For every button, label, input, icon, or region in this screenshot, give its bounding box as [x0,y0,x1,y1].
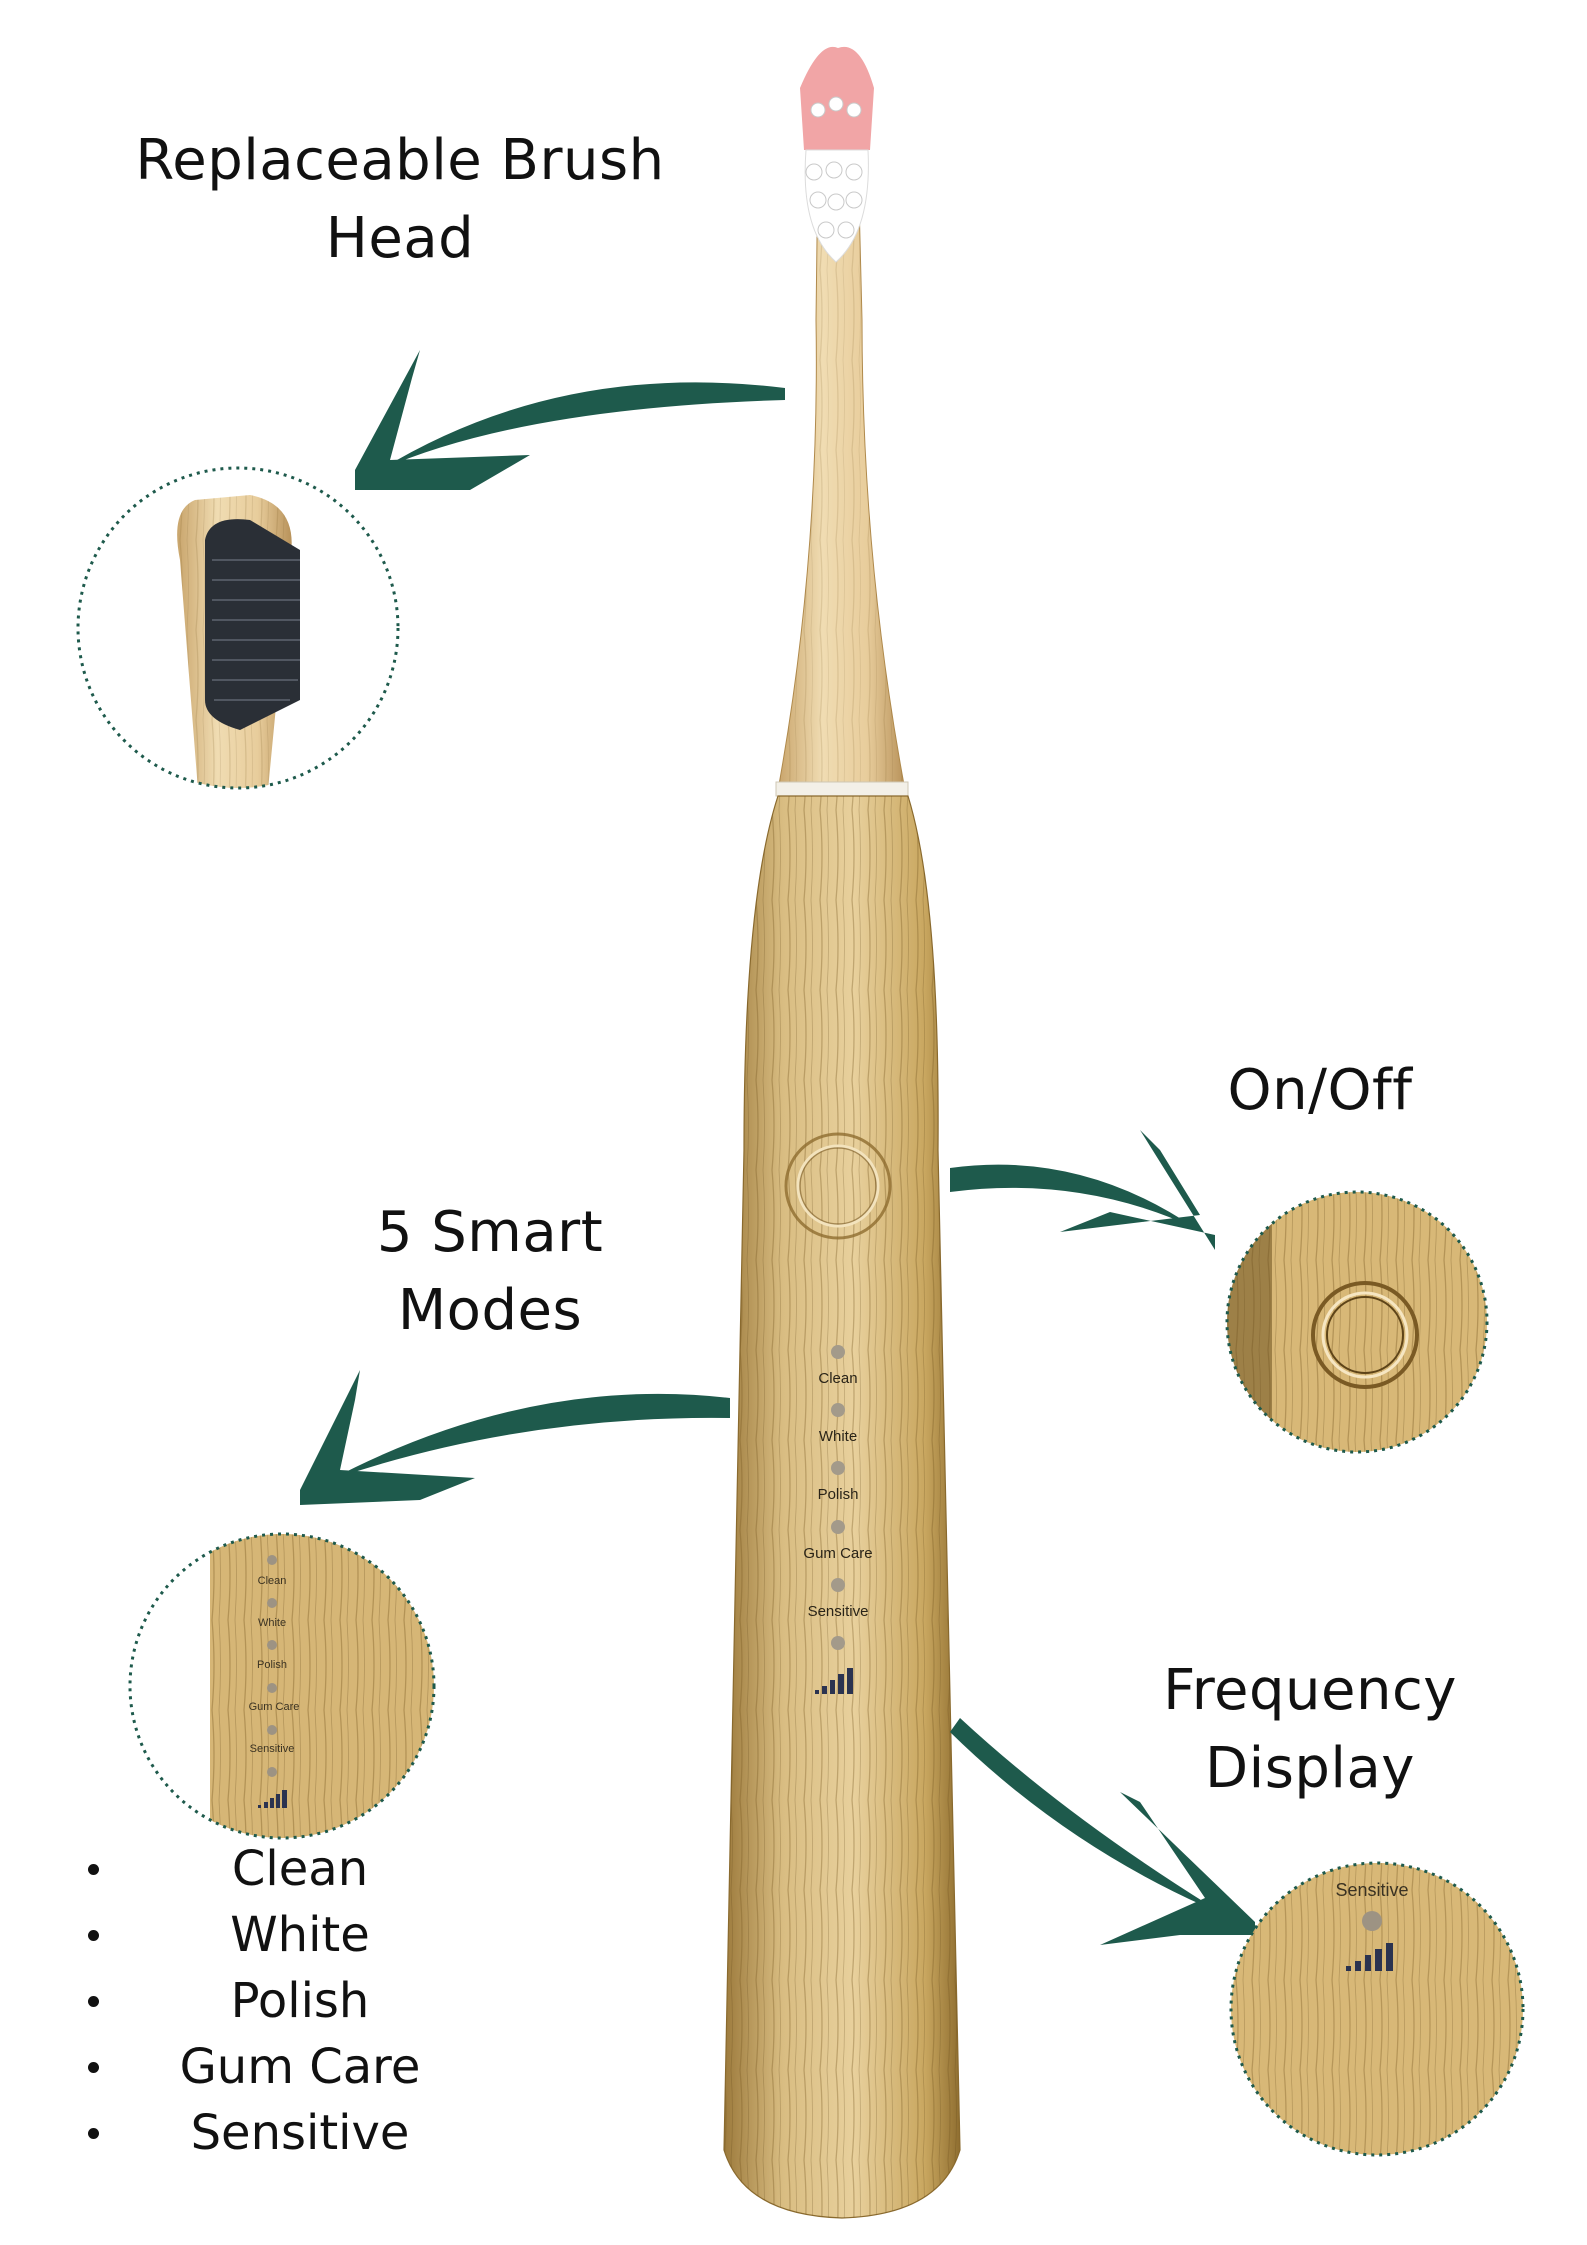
arrow-to-on-off [950,1130,1215,1250]
handle-mode-1: White [819,1428,857,1445]
mode-list: Clean White Polish Gum Care Sensitive [70,1836,450,2166]
callout-brush-head-line2: Head [325,206,475,271]
callout-smart-modes-line2: Modes [397,1278,583,1343]
bullet-icon [88,2062,99,2073]
handle-mode-0: Clean [818,1370,857,1387]
arrow-to-frequency [950,1718,1255,1945]
callout-frequency-line2: Display [1205,1736,1415,1801]
mode-list-item-label: White [230,1907,370,1963]
zoom-frequency: Sensitive [1229,1861,1525,2157]
handle-mode-3: Gum Care [803,1545,872,1562]
mode-list-item: Gum Care [70,2034,450,2100]
mode-list-item-label: Gum Care [179,2039,421,2095]
bullet-icon [88,1864,99,1875]
zoom-brush-head [76,466,400,790]
arrow-to-smart-modes [300,1370,730,1505]
power-button-icon [784,1132,892,1240]
mode-list-item-label: Polish [230,1973,370,2029]
callout-on-off-line1: On/Off [1227,1058,1413,1123]
zoom-mode-4: Sensitive [250,1743,295,1755]
mode-list-item-label: Clean [231,1841,369,1897]
callout-frequency-line1: Frequency [1163,1658,1457,1723]
mode-list-item: White [70,1902,450,1968]
zoom-mode-1: White [258,1617,286,1629]
zoom-smart-modes: Clean White Polish Gum Care Sensitive [128,1532,436,1840]
bullet-icon [88,1996,99,2007]
zoom-on-off [1225,1190,1489,1454]
signal-bars-icon [815,1668,853,1694]
zoom-mode-2: Polish [257,1659,287,1671]
bristles-pink-white [800,46,874,263]
arrow-to-brush-head [355,350,785,490]
zoom-mode-3: Gum Care [249,1701,300,1713]
mode-list-item: Sensitive [70,2100,450,2166]
mode-list-item-label: Sensitive [190,2105,410,2161]
bullet-icon [88,2128,99,2139]
callout-on-off: On/Off [1180,1052,1460,1130]
mode-list-item: Clean [70,1836,450,1902]
handle-mode-2: Polish [818,1486,859,1503]
zoom-mode-0: Clean [258,1575,287,1587]
zoom-frequency-signal-icon [1346,1943,1393,1971]
zoom-signal-bars-icon [258,1790,287,1808]
callout-smart-modes: 5 Smart Modes [320,1194,660,1350]
mode-indicators: Clean White Polish Gum Care Sensitive [803,1345,873,1694]
bullet-icon [88,1930,99,1941]
handle-mode-4: Sensitive [808,1603,869,1620]
callout-smart-modes-line1: 5 Smart [376,1200,604,1265]
mode-list-item: Polish [70,1968,450,2034]
callout-frequency: Frequency Display [1120,1652,1500,1808]
callout-brush-head-line1: Replaceable Brush [135,128,665,193]
toothbrush: Clean White Polish Gum Care Sensitive [723,46,961,2219]
zoom-frequency-label: Sensitive [1335,1880,1408,1900]
callout-brush-head: Replaceable Brush Head [100,122,700,278]
